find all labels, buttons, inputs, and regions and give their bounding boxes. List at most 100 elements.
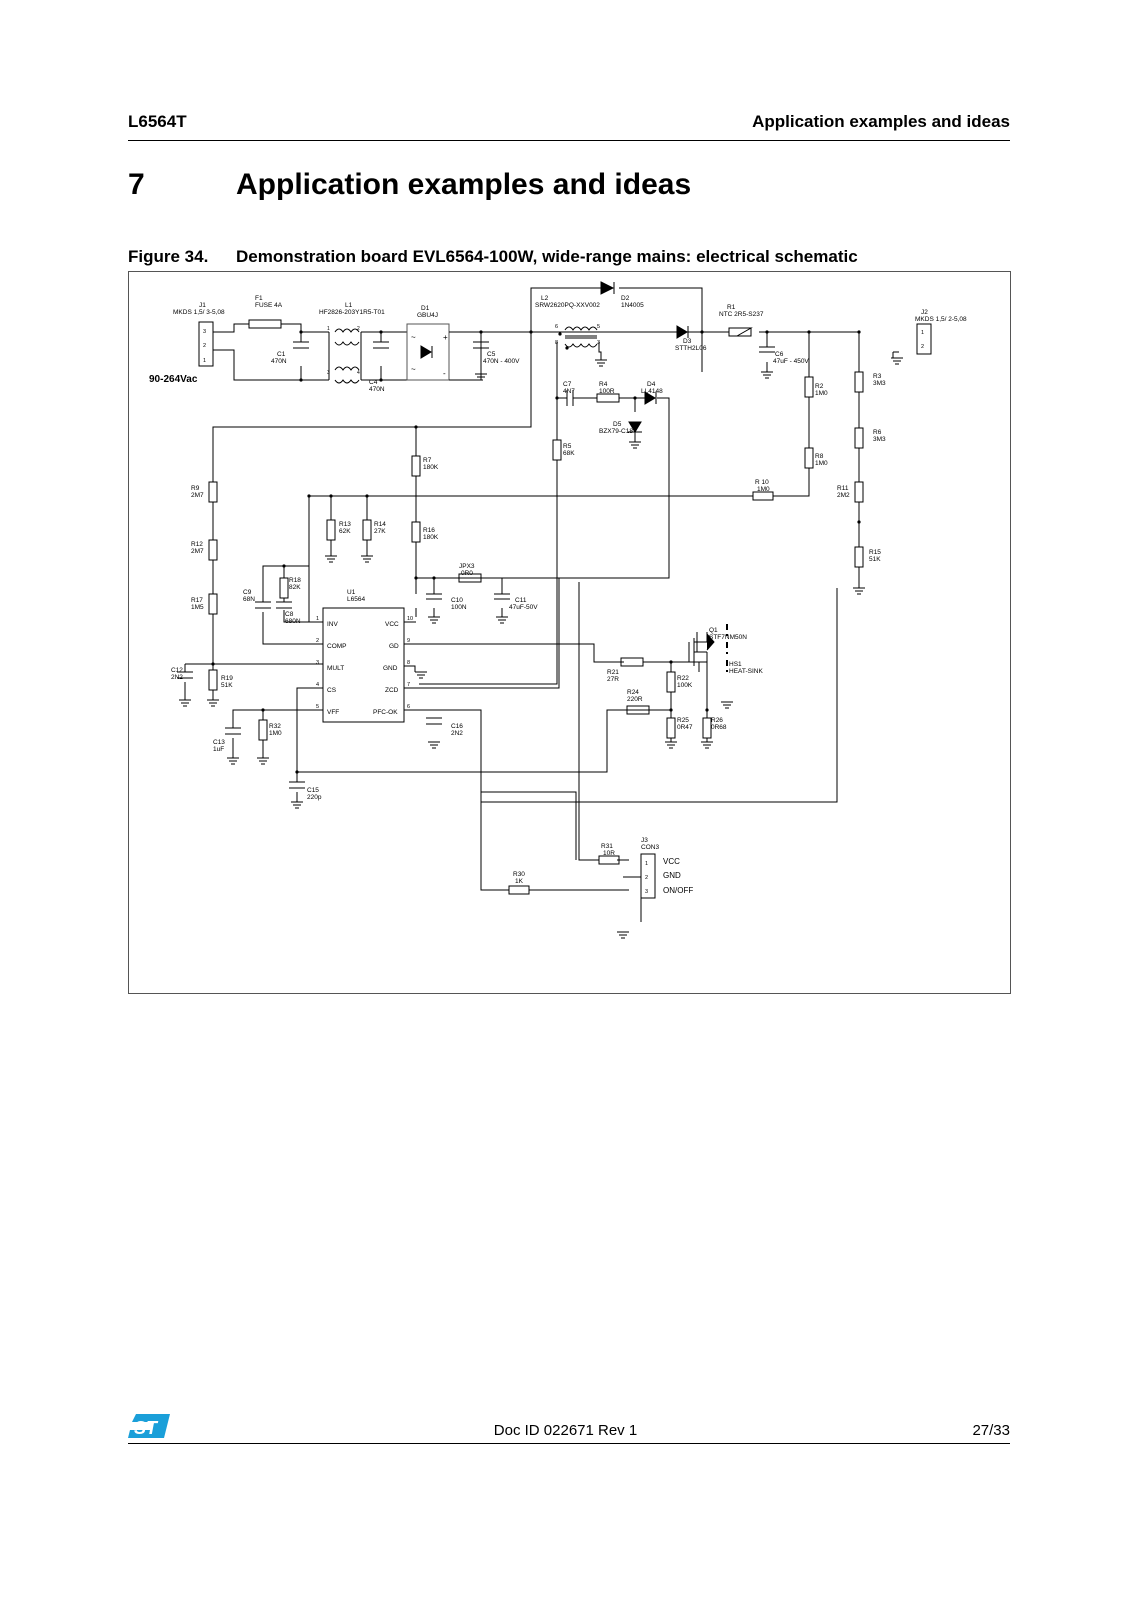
lbl-q1-val: STF7NM50N xyxy=(709,634,747,641)
lbl-hs1-ref: HS1 xyxy=(729,661,742,668)
footer-page-number: 27/33 xyxy=(972,1422,1010,1439)
lbl-r3-ref: R3 xyxy=(873,373,882,380)
header-section-title: Application examples and ideas xyxy=(752,112,1010,131)
lbl-u1-val: L6564 xyxy=(347,596,365,603)
lbl-r2-val: 1M0 xyxy=(815,390,828,397)
lbl-bridge-ac1: ~ xyxy=(411,333,416,342)
lbl-d1-ref: D1 xyxy=(421,305,430,312)
lbl-r26-val: 0R68 xyxy=(711,724,727,731)
lbl-j3-pin-1: 1 xyxy=(645,861,648,867)
mosfet-q1 xyxy=(688,624,728,672)
lbl-j2-pin-1: 1 xyxy=(921,330,924,336)
lbl-pin-cs: CS xyxy=(327,687,337,694)
lbl-r3-val: 3M3 xyxy=(873,380,886,387)
lbl-f1-ref: F1 xyxy=(255,295,263,302)
header-doc-code: L6564T xyxy=(128,112,187,131)
lbl-c16-ref: C16 xyxy=(451,723,463,730)
lbl-r8-val: 1M0 xyxy=(815,460,828,467)
lbl-d4-val: LL4148 xyxy=(641,388,663,395)
schematic-diagram: J1 MKDS 1,5/ 3-5,08 F1 FUSE 4A L1 HF2826… xyxy=(149,281,967,939)
lbl-hs1-val: HEAT-SINK xyxy=(729,668,763,675)
lbl-r16-ref: R16 xyxy=(423,527,435,534)
ground-symbols xyxy=(179,351,903,939)
lbl-r6-val: 3M3 xyxy=(873,436,886,443)
lbl-r4-val: 100R xyxy=(599,388,615,395)
lbl-j3-gnd: GND xyxy=(663,871,681,880)
lbl-input-voltage: 90-264Vac xyxy=(149,374,198,385)
lbl-bridge-minus: - xyxy=(443,369,446,378)
lbl-r14-ref: R14 xyxy=(374,521,386,528)
lbl-pin-num-1: 1 xyxy=(316,616,319,622)
resistors xyxy=(208,319,864,895)
lbl-l1-pin-2: 2 xyxy=(357,326,360,332)
lbl-l2-val: SRW2620PQ-XXV002 xyxy=(535,302,600,309)
lbl-r4-ref: R4 xyxy=(599,381,608,388)
ic-u1-body xyxy=(322,607,405,723)
lbl-l2-pin-5: 5 xyxy=(597,324,600,330)
lbl-j2-ref: J2 xyxy=(921,309,928,316)
lbl-pin-num-5: 5 xyxy=(316,704,319,710)
lbl-d3-ref: D3 xyxy=(683,338,692,345)
schematic-labels: J1 MKDS 1,5/ 3-5,08 F1 FUSE 4A L1 HF2826… xyxy=(149,295,967,895)
lbl-r22-ref: R22 xyxy=(677,675,689,682)
lbl-r12-ref: R12 xyxy=(191,541,203,548)
lbl-pin-num-4: 4 xyxy=(316,682,319,688)
figure-caption-text: Demonstration board EVL6564-100W, wide-r… xyxy=(236,247,858,266)
lbl-d4-ref: D4 xyxy=(647,381,656,388)
lbl-d1-val: GBU4J xyxy=(417,312,438,319)
lbl-j3-val: CON3 xyxy=(641,844,659,851)
lbl-l2-pin-6: 6 xyxy=(555,324,558,330)
lbl-r24-ref: R24 xyxy=(627,689,639,696)
lbl-c5-val: 470N - 400V xyxy=(483,358,520,365)
junction-dots xyxy=(211,330,861,774)
section-title: Application examples and ideas xyxy=(236,168,692,201)
lbl-r25-val: 0R47 xyxy=(677,724,693,731)
lbl-l1-ref: L1 xyxy=(345,302,353,309)
lbl-c12-val: 2N2 xyxy=(171,674,183,681)
lbl-l2-ref: L2 xyxy=(541,295,549,302)
lbl-r15-val: 51K xyxy=(869,556,881,563)
lbl-r11-val: 2M2 xyxy=(837,492,850,499)
figure-label: Figure 34. xyxy=(128,247,209,266)
lbl-r21-val: 27R xyxy=(607,676,619,683)
lbl-j3-pin-3: 3 xyxy=(645,889,648,895)
lbl-l1-pin-4: 4 xyxy=(357,370,360,376)
lbl-j3-onoff: ON/OFF xyxy=(663,886,693,895)
lbl-l1-val: HF2826-203Y1R5-T01 xyxy=(319,309,385,316)
lbl-j3-pin-2: 2 xyxy=(645,875,648,881)
lbl-c7-val: 4N7 xyxy=(563,388,575,395)
lbl-r32-ref: R32 xyxy=(269,723,281,730)
lbl-l1-pin-1: 1 xyxy=(327,326,330,332)
lbl-c13-val: 1uF xyxy=(213,746,224,753)
lbl-r2-ref: R2 xyxy=(815,383,824,390)
lbl-r15-ref: R15 xyxy=(869,549,881,556)
lbl-pin-zcd: ZCD xyxy=(385,687,399,694)
lbl-r30-val: 1K xyxy=(515,878,524,885)
lbl-u1-ref: U1 xyxy=(347,589,356,596)
lbl-r19-ref: R19 xyxy=(221,675,233,682)
lbl-r1-val: NTC 2R5-S237 xyxy=(719,311,764,318)
lbl-r26-ref: R26 xyxy=(711,717,723,724)
lbl-r8-ref: R8 xyxy=(815,453,824,460)
figure-caption: Figure 34. Demonstration board EVL6564-10… xyxy=(128,247,858,267)
lbl-r25-ref: R25 xyxy=(677,717,689,724)
lbl-j2-val: MKDS 1,5/ 2-5,08 xyxy=(915,316,967,323)
lbl-r10-val: 1M0 xyxy=(757,486,770,493)
lbl-j1-pin-3: 3 xyxy=(203,329,206,335)
lbl-c9-ref: C9 xyxy=(243,589,252,596)
lbl-r24-val: 220R xyxy=(627,696,643,703)
inductors xyxy=(328,326,753,384)
lbl-r11-ref: R11 xyxy=(837,485,849,492)
st-logo: ST xyxy=(128,1414,170,1438)
lbl-pin-mult: MULT xyxy=(327,665,344,672)
lbl-pin-num-10: 10 xyxy=(407,616,413,622)
lbl-j1-pin-2: 2 xyxy=(203,343,206,349)
lbl-c6-ref: C6 xyxy=(775,351,784,358)
lbl-c15-ref: C15 xyxy=(307,787,319,794)
lbl-r7-val: 180K xyxy=(423,464,439,471)
lbl-c5-ref: C5 xyxy=(487,351,496,358)
lbl-pin-comp: COMP xyxy=(327,643,347,650)
lbl-r9-ref: R9 xyxy=(191,485,200,492)
lbl-c4-ref: C4 xyxy=(369,379,378,386)
footer-rule xyxy=(128,1443,1010,1444)
